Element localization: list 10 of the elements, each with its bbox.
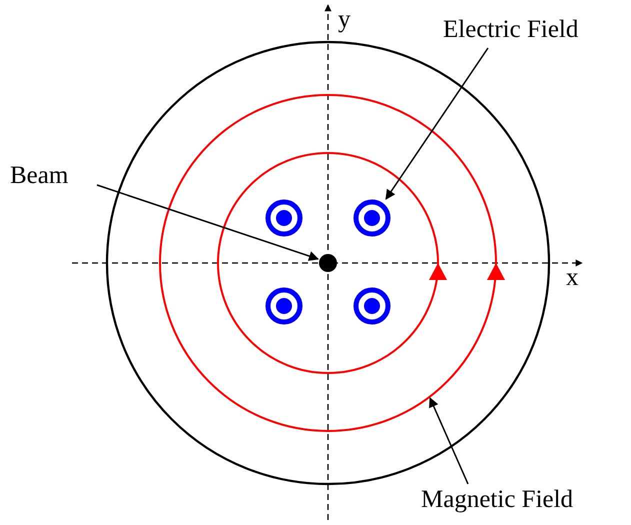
field-circle (159, 94, 497, 432)
field-label: Magnetic Field (421, 486, 574, 514)
leader-line (96, 184, 319, 261)
field-label: Beam (10, 162, 68, 190)
axis-label: x (566, 264, 578, 292)
field-label: Electric Field (443, 16, 578, 44)
leader-line (429, 397, 469, 484)
leader-line (385, 48, 489, 200)
field-symbol (354, 200, 390, 236)
axis-label: y (338, 6, 350, 34)
